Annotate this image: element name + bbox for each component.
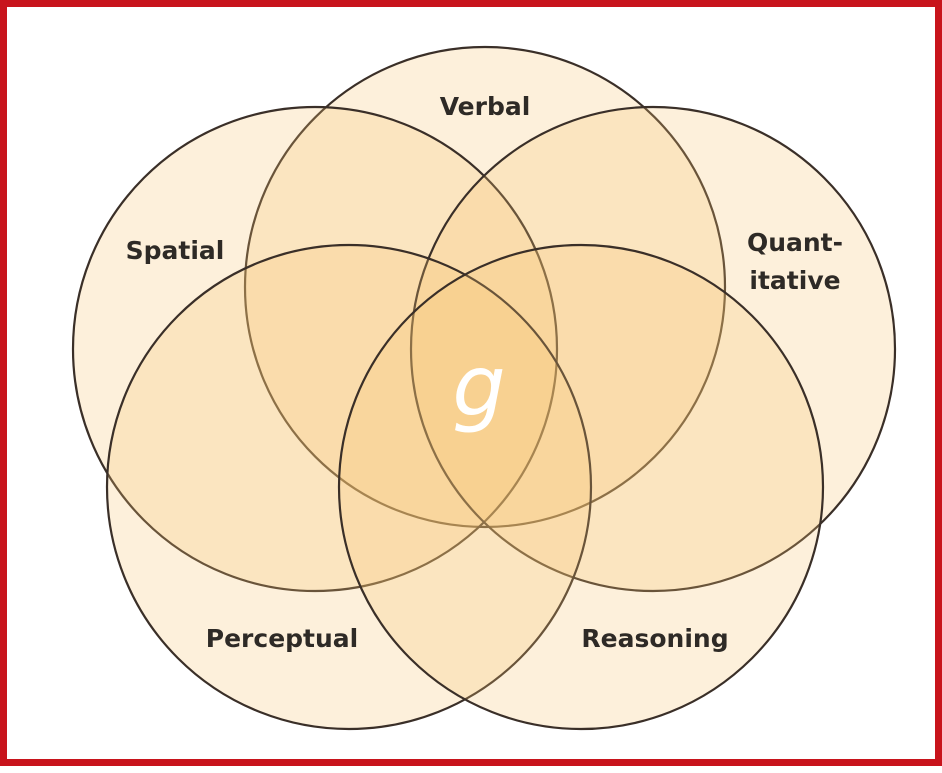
- label-quantitative-line2: itative: [749, 266, 840, 295]
- circle-spatial: [71, 105, 559, 593]
- circle-perceptual: [105, 243, 593, 731]
- venn-circles: [71, 45, 897, 731]
- label-perceptual: Perceptual: [206, 624, 358, 653]
- label-spatial: Spatial: [126, 236, 225, 265]
- circle-reasoning: [337, 243, 825, 731]
- label-general-intelligence: g: [452, 337, 505, 435]
- label-quantitative-line1: Quant-: [747, 228, 843, 257]
- circle-quantitative: [409, 105, 897, 593]
- label-reasoning: Reasoning: [581, 624, 728, 653]
- label-verbal: Verbal: [440, 92, 531, 121]
- venn-diagram: Verbal Spatial Quant- itative Perceptual…: [71, 45, 897, 731]
